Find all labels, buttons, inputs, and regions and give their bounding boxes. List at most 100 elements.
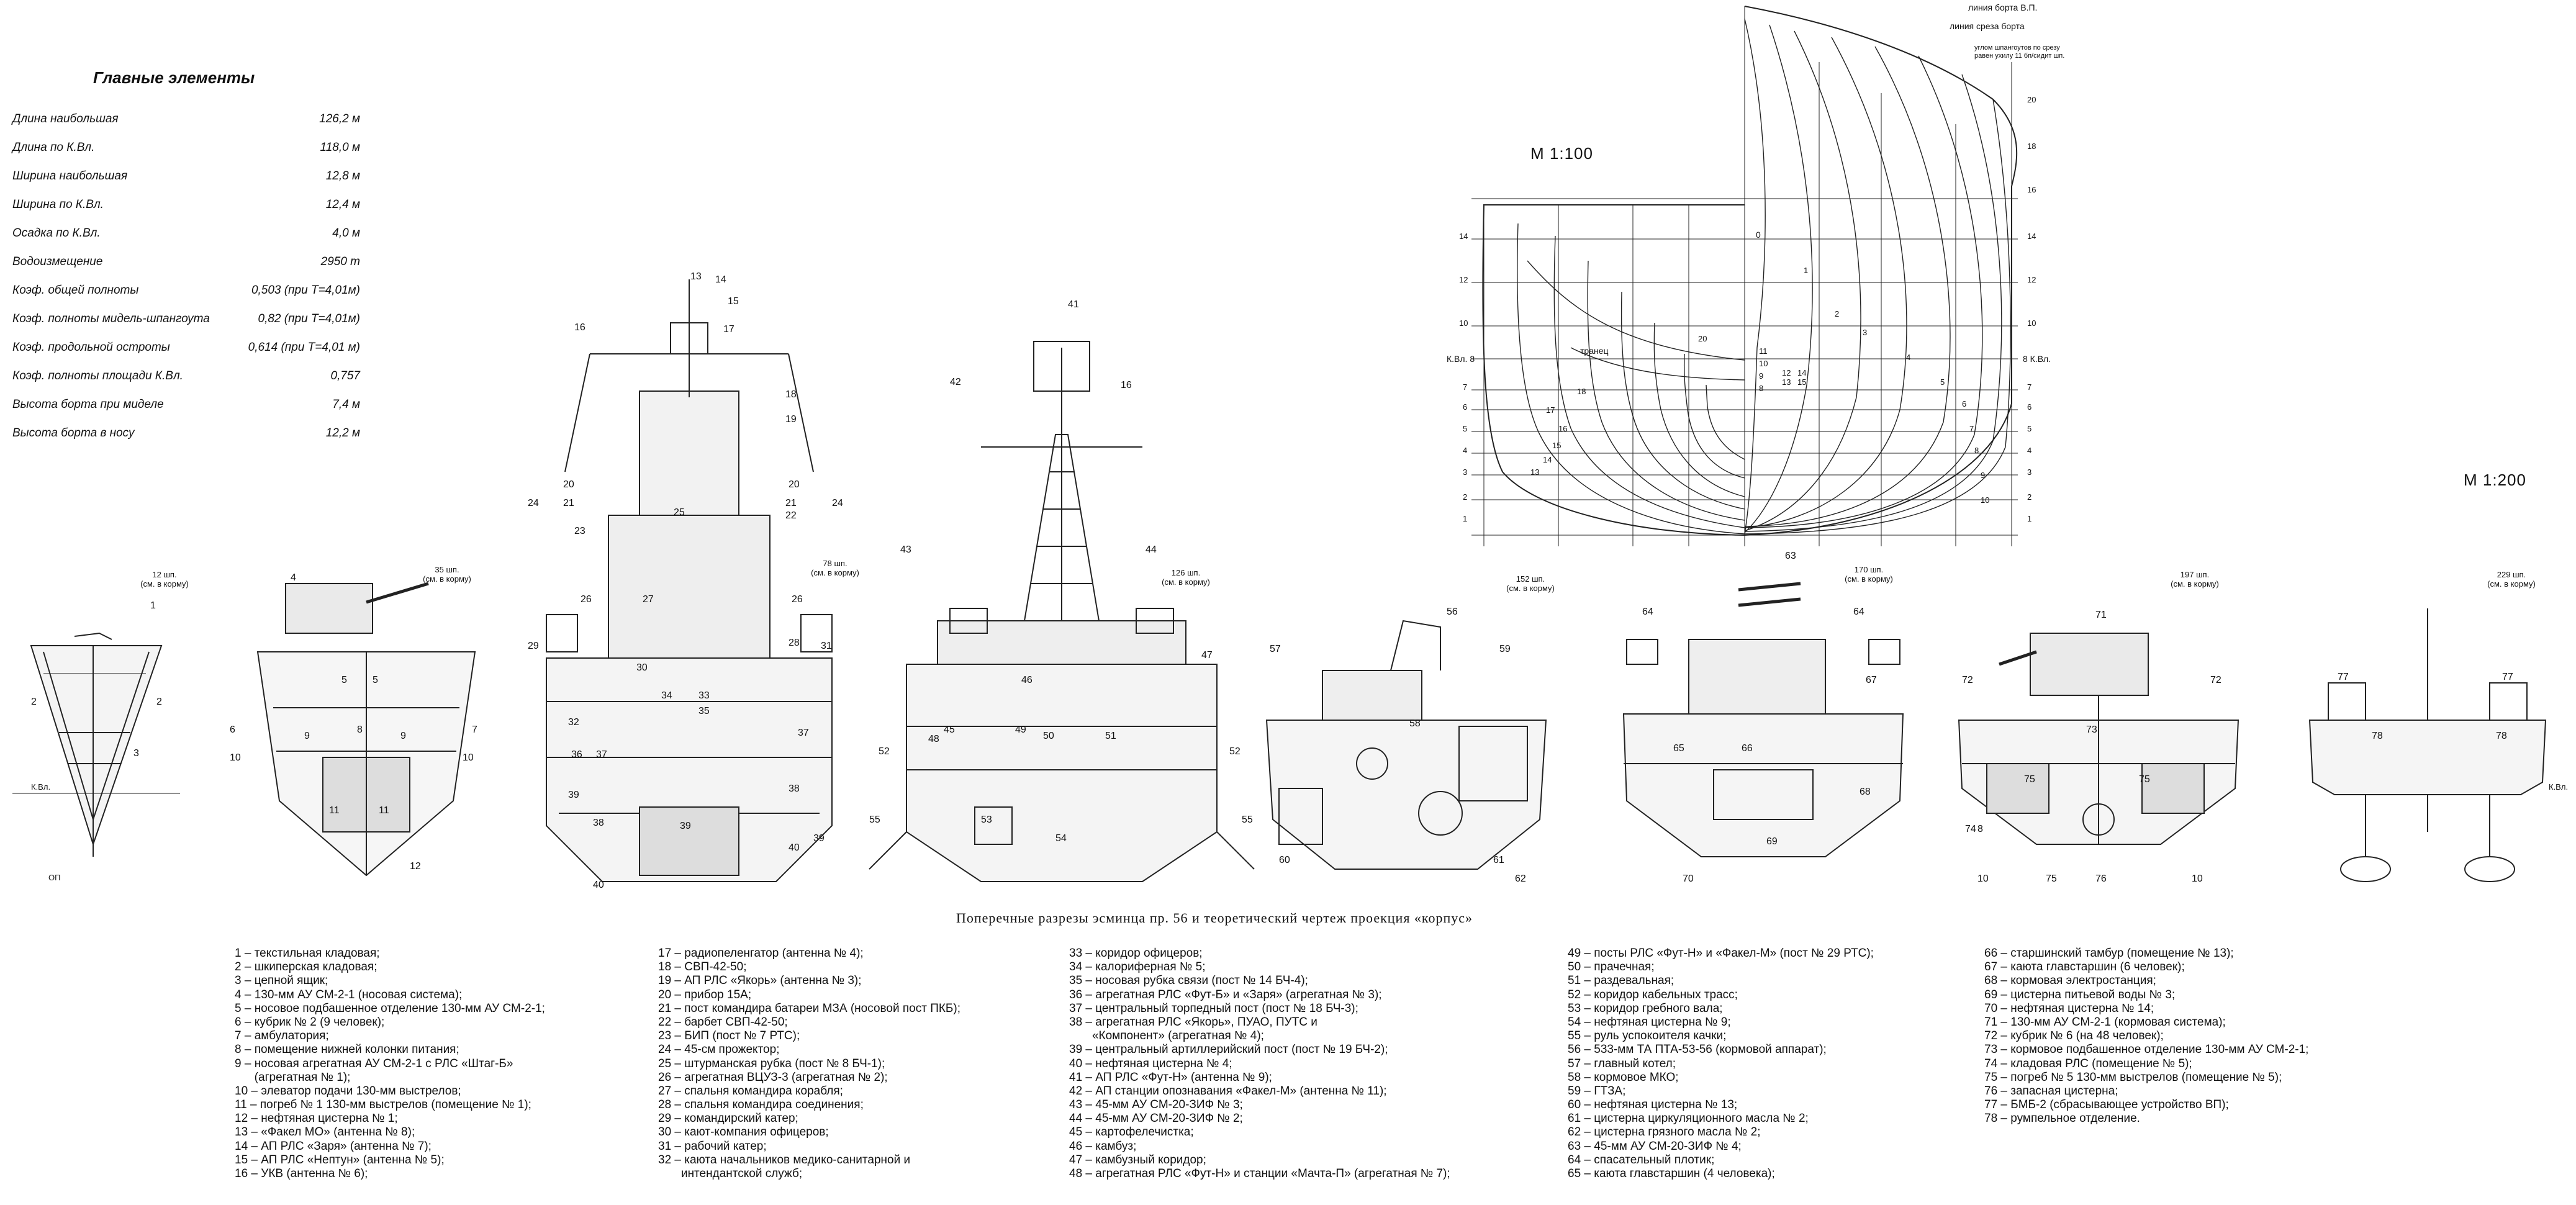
svg-text:31: 31 xyxy=(821,641,832,651)
main-element-label: Высота борта при миделе xyxy=(12,398,164,411)
legend-item: 68 – кормовая электростанция; xyxy=(1984,974,2156,988)
svg-text:68: 68 xyxy=(1860,787,1871,797)
transom-label: транец xyxy=(1580,346,1609,356)
svg-text:1: 1 xyxy=(2027,514,2031,523)
svg-text:69: 69 xyxy=(1766,836,1778,847)
svg-text:2: 2 xyxy=(1463,492,1467,502)
legend-column-1: 1 – текстильная кладовая;2 – шкиперская … xyxy=(235,947,545,1181)
svg-text:4: 4 xyxy=(291,572,296,583)
svg-text:72: 72 xyxy=(1962,675,1973,685)
svg-text:75: 75 xyxy=(2139,774,2150,785)
svg-text:13: 13 xyxy=(1782,377,1791,387)
svg-text:66: 66 xyxy=(1742,743,1753,754)
svg-text:39: 39 xyxy=(680,821,691,831)
body-plan-label-1: линия борта В.П. xyxy=(1968,2,2037,12)
legend-item: 74 – кладовая РЛС (помещение № 5); xyxy=(1984,1057,2192,1070)
legend-item: 23 – БИП (пост № 7 РТС); xyxy=(658,1029,800,1043)
svg-text:45: 45 xyxy=(944,724,955,735)
main-element-value: 4,0 м xyxy=(332,227,360,240)
svg-text:1: 1 xyxy=(1804,266,1808,275)
legend-item: 69 – цистерна питьевой воды № 3; xyxy=(1984,988,2176,1001)
legend-item: 18 – СВП-42-50; xyxy=(658,960,747,974)
svg-text:37: 37 xyxy=(798,728,809,738)
body-plan-scale: М 1:100 xyxy=(1530,144,1593,163)
svg-text:7: 7 xyxy=(2027,382,2031,392)
svg-text:8: 8 xyxy=(357,724,363,735)
svg-text:26: 26 xyxy=(792,594,803,605)
svg-text:9: 9 xyxy=(400,731,406,741)
legend-item: 19 – АП РЛС «Якорь» (антенна № 3); xyxy=(658,974,862,988)
main-element-value: 0,757 xyxy=(330,369,360,382)
kvl-mark-stern: К.Вл. xyxy=(2549,782,2568,792)
svg-text:10: 10 xyxy=(230,752,241,763)
svg-text:3: 3 xyxy=(1863,328,1867,337)
svg-text:8: 8 xyxy=(1974,446,1979,455)
waterline-label-left: К.Вл. 8 xyxy=(1447,354,1475,364)
legend-item: 60 – нефтяная цистерна № 13; xyxy=(1568,1098,1738,1112)
svg-text:38: 38 xyxy=(789,783,800,794)
legend-item: «Компонент» (агрегатная № 4); xyxy=(1069,1029,1264,1043)
svg-text:39: 39 xyxy=(813,833,825,844)
legend-item: 51 – раздевальная; xyxy=(1568,974,1674,988)
svg-text:1: 1 xyxy=(1463,514,1467,523)
legend-item: 4 – 130-мм АУ СМ-2-1 (носовая система); xyxy=(235,988,463,1001)
waterline-label-right: 8 К.Вл. xyxy=(2023,354,2051,364)
svg-text:2: 2 xyxy=(156,697,162,707)
svg-text:6: 6 xyxy=(1463,402,1467,412)
svg-text:60: 60 xyxy=(1279,855,1290,865)
legend-item: 45 – картофелечистка; xyxy=(1069,1126,1194,1139)
svg-text:14: 14 xyxy=(1543,455,1552,464)
svg-text:40: 40 xyxy=(789,842,800,853)
svg-text:25: 25 xyxy=(674,507,685,518)
kvl-mark: К.Вл. xyxy=(31,782,50,792)
legend-item: 53 – коридор гребного вала; xyxy=(1568,1001,1723,1015)
svg-text:59: 59 xyxy=(1499,644,1511,654)
section-126-label: 126 шп.(см. в корму) xyxy=(1162,568,1210,587)
svg-text:10: 10 xyxy=(1459,318,1468,328)
svg-text:16: 16 xyxy=(1558,424,1567,433)
svg-text:3: 3 xyxy=(2027,467,2031,477)
svg-text:16: 16 xyxy=(1121,380,1132,390)
svg-text:10: 10 xyxy=(1981,495,1989,505)
svg-text:61: 61 xyxy=(1493,855,1504,865)
svg-text:14: 14 xyxy=(715,274,726,285)
svg-text:2: 2 xyxy=(2027,492,2031,502)
main-element-row: Длина по К.Вл.118,0 м xyxy=(12,133,360,162)
svg-text:9: 9 xyxy=(1981,471,1985,480)
svg-text:27: 27 xyxy=(643,594,654,605)
svg-text:20: 20 xyxy=(1698,334,1707,343)
legend-item: (агрегатная № 1); xyxy=(235,1070,351,1084)
main-element-value: 0,82 (при Т=4,01м) xyxy=(258,312,361,325)
legend-item: 76 – запасная цистерна; xyxy=(1984,1084,2118,1098)
figure-caption: Поперечные разрезы эсминца пр. 56 и теор… xyxy=(956,910,1473,926)
svg-text:3: 3 xyxy=(133,748,139,759)
legend-item: 58 – кормовое МКО; xyxy=(1568,1070,1679,1084)
legend-item: 20 – прибор 15А; xyxy=(658,988,752,1001)
svg-text:33: 33 xyxy=(698,690,710,701)
legend-item: 75 – погреб № 5 130-мм выстрелов (помеще… xyxy=(1984,1070,2282,1084)
body-plan-label-3b: равен ухилу 11 бп/сидит шп. xyxy=(1974,52,2064,60)
main-element-label: Коэф. продольной остроты xyxy=(12,341,170,354)
svg-text:12: 12 xyxy=(2027,275,2036,284)
main-element-label: Коэф. полноты площади К.Вл. xyxy=(12,369,183,382)
svg-text:4: 4 xyxy=(1463,446,1467,455)
legend-item: 49 – посты РЛС «Фут-Н» и «Факел-М» (пост… xyxy=(1568,947,1874,960)
svg-text:4: 4 xyxy=(1906,353,1910,362)
svg-text:7: 7 xyxy=(472,724,477,735)
legend-item: 77 – БМБ-2 (сбрасывающее устройство ВП); xyxy=(1984,1098,2229,1112)
svg-text:58: 58 xyxy=(1409,718,1421,729)
svg-text:15: 15 xyxy=(1797,377,1806,387)
main-element-row: Коэф. полноты площади К.Вл. 0,757 xyxy=(12,362,360,390)
legend-item: 24 – 45-см прожектор; xyxy=(658,1043,780,1057)
main-element-value: 118,0 м xyxy=(320,141,360,154)
legend-item: 70 – нефтяная цистерна № 14; xyxy=(1984,1001,2154,1015)
svg-text:64: 64 xyxy=(1853,607,1864,617)
svg-text:72: 72 xyxy=(2210,675,2221,685)
legend-item: 38 – агрегатная РЛС «Якорь», ПУАО, ПУТС … xyxy=(1069,1015,1317,1029)
main-element-value: 126,2 м xyxy=(319,112,360,125)
body-plan-label-3: углом шпангоутов по срезу xyxy=(1974,44,2060,52)
